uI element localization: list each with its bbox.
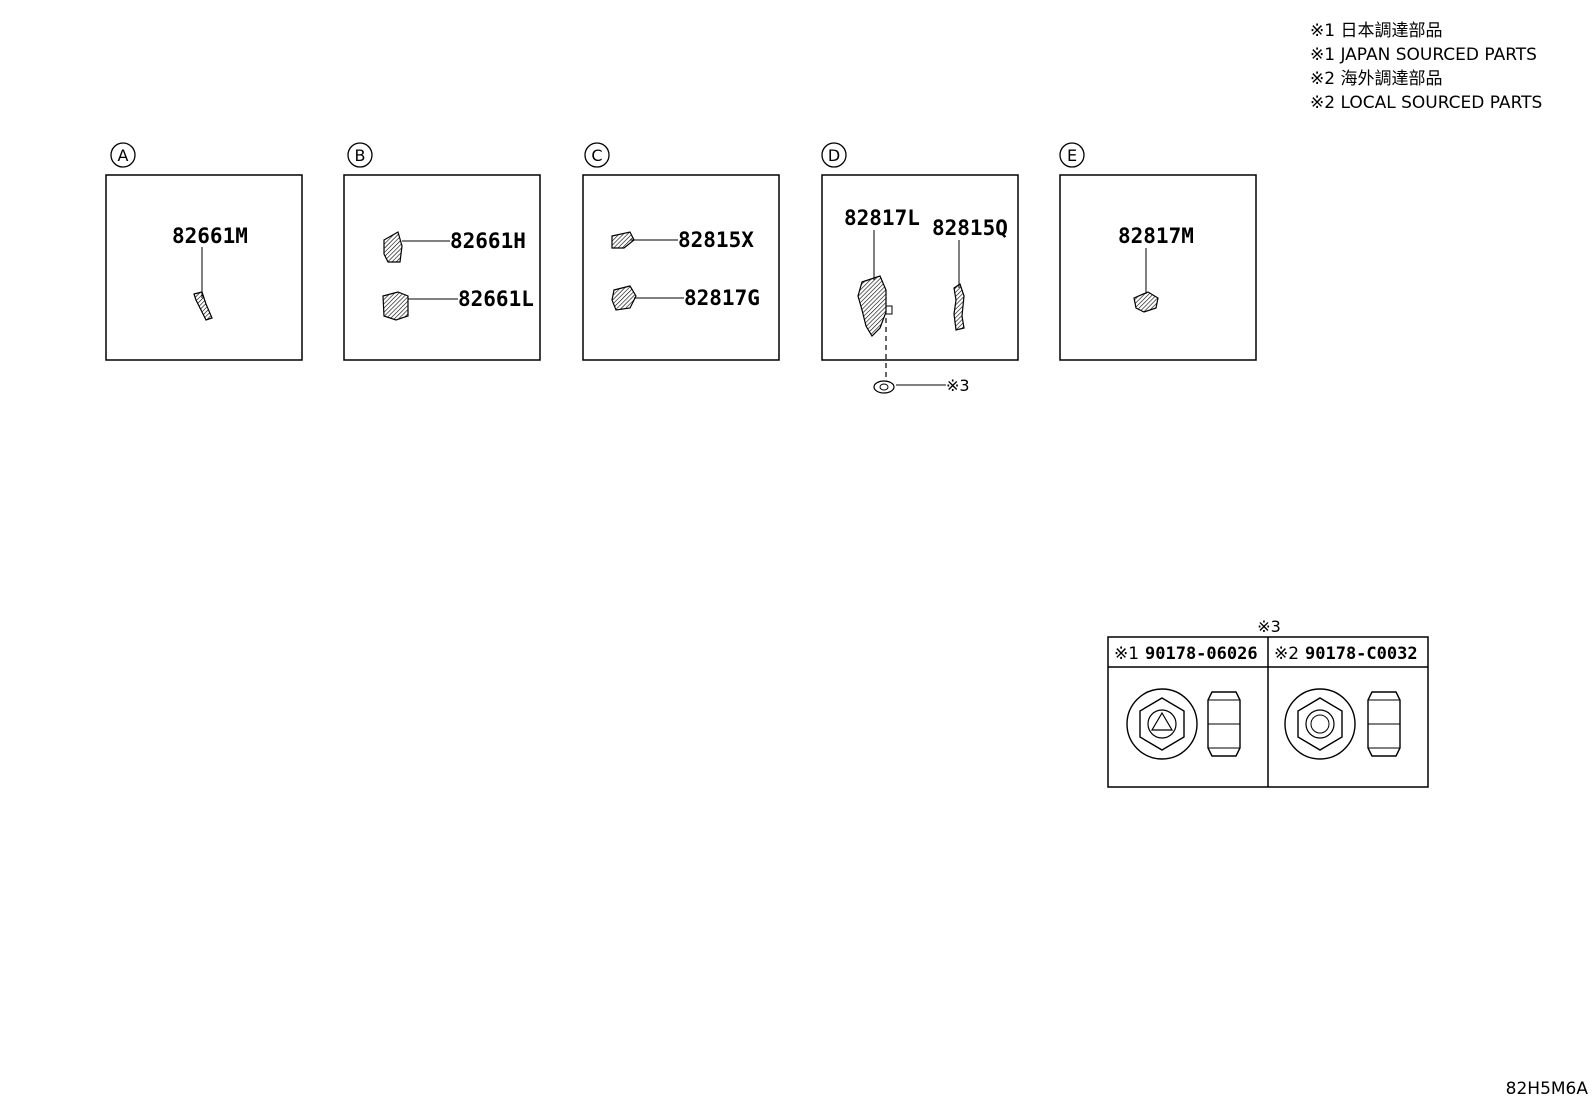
panel-b-letter-circle	[347, 142, 373, 168]
part-label-82815X: 82815X	[678, 228, 754, 252]
nut-2-bore-inner	[1310, 714, 1330, 734]
panel-d-letter-circle	[821, 142, 847, 168]
panel-d-frame	[821, 174, 1019, 361]
part-82661H-shape	[383, 231, 403, 263]
nut-1-bore	[1147, 709, 1177, 739]
nut-2-bore-outer	[1305, 709, 1335, 739]
part-label-82817L: 82817L	[844, 206, 920, 230]
part-label-82815Q: 82815Q	[932, 216, 1008, 240]
legend-line-4: ※2 LOCAL SOURCED PARTS	[1310, 93, 1542, 113]
panel-e-letter: E	[1067, 146, 1077, 165]
panel-e-letter-circle	[1059, 142, 1085, 168]
panel-a: A 82661M	[105, 142, 303, 361]
nut-2-side	[1367, 691, 1401, 757]
panel-c-letter: C	[591, 146, 602, 165]
panel-e: E 82817M	[1059, 142, 1257, 361]
part-82817L-shape	[857, 275, 887, 337]
nut-1-lock-shape	[1150, 711, 1174, 731]
fastener-table: ※3 ※1 90178-06026 ※2 90178-C0032	[1107, 617, 1429, 788]
part-label-82661M: 82661M	[172, 224, 248, 248]
panel-a-letter: A	[118, 146, 129, 165]
part-82815Q-shape	[953, 283, 965, 331]
part-label-82661L: 82661L	[458, 287, 534, 311]
nut-2-hex	[1297, 697, 1343, 751]
diagram-code: 82H5M6A	[1506, 1079, 1589, 1099]
legend-line-2: ※1 JAPAN SOURCED PARTS	[1310, 45, 1537, 65]
panel-a-frame	[105, 174, 303, 361]
nut-1-hex	[1139, 697, 1185, 751]
legend-line-3: ※2 海外調達部品	[1310, 69, 1442, 89]
part-82661L-shape	[382, 291, 409, 321]
nut-1-flange	[1126, 688, 1198, 760]
fastener-nut-shape	[873, 380, 895, 394]
part-label-82661H: 82661H	[450, 229, 526, 253]
panel-e-frame	[1059, 174, 1257, 361]
panel-c: C 82815X 82817G	[582, 142, 780, 361]
fastener-nut-hole	[879, 383, 889, 391]
panel-b-letter: B	[355, 146, 366, 165]
fastener-col-2-mark: ※2	[1274, 644, 1299, 664]
part-82661M-shape	[193, 291, 213, 321]
nut-1-side	[1207, 691, 1241, 757]
panel-c-frame	[582, 174, 780, 361]
panel-d: D 82817L 82815Q ※3	[821, 142, 1019, 395]
panel-a-letter-circle	[110, 142, 136, 168]
nut-2-flange	[1284, 688, 1356, 760]
fastener-callout: ※3	[946, 376, 970, 395]
fastener-col-1-mark: ※1	[1114, 644, 1139, 664]
panel-d-letter: D	[828, 146, 840, 165]
fastener-table-mark: ※3	[1257, 617, 1281, 636]
part-82817L-tab	[885, 305, 893, 315]
fastener-col-2-part: 90178-C0032	[1305, 644, 1418, 664]
legend-line-1: ※1 日本調達部品	[1310, 21, 1442, 41]
part-label-82817G: 82817G	[684, 286, 760, 310]
part-label-82817M: 82817M	[1118, 224, 1194, 248]
part-82817G-shape	[611, 285, 637, 311]
fastener-col-1-part: 90178-06026	[1145, 644, 1258, 664]
part-82817M-shape	[1133, 291, 1159, 313]
part-82815X-shape	[611, 231, 635, 249]
panel-b-frame	[343, 174, 541, 361]
panel-c-letter-circle	[584, 142, 610, 168]
panel-b: B 82661H 82661L	[343, 142, 541, 361]
